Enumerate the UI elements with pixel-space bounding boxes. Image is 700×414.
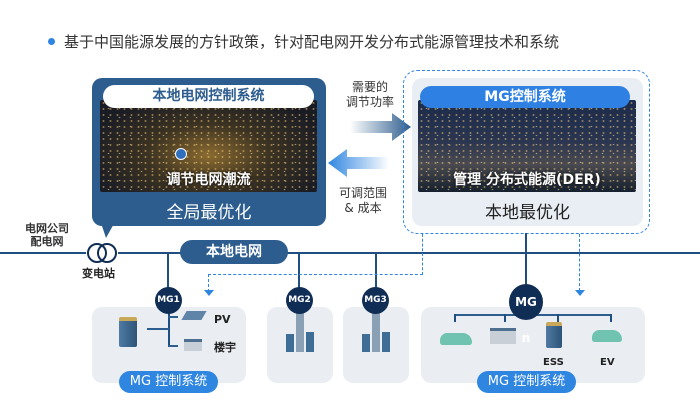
range-cost-label: 可调范围 & 成本	[333, 186, 393, 216]
arrow-right-icon	[350, 113, 411, 141]
control-link-mgn	[579, 234, 580, 291]
mg1-control-system: MG 控制系统	[119, 371, 218, 393]
industrial-photo	[418, 100, 636, 192]
mg1-branch	[147, 328, 169, 330]
mgn-node[interactable]: MG n	[509, 284, 543, 345]
global-control-title: 本地电网控制系统	[103, 85, 314, 108]
mg3-node[interactable]: MG3	[362, 287, 389, 314]
label-line: & 成本	[344, 201, 382, 215]
substation-label: 变电站	[82, 267, 115, 280]
utility-grid-label: 电网公司 配电网	[22, 222, 72, 248]
mgn-branch	[557, 314, 559, 322]
car-icon	[440, 333, 472, 345]
label-line: 配电网	[30, 235, 64, 248]
local-caption: 管理 分布式能源(DER)	[453, 172, 601, 188]
label-line: 可调范围	[338, 186, 387, 200]
city-buildings-icon	[358, 312, 394, 354]
city-photo	[100, 100, 317, 192]
building-label: 楼宇	[214, 341, 236, 354]
transformer-icon	[86, 241, 118, 265]
global-caption: 调节电网潮流	[166, 172, 251, 188]
arrow-down-icon	[204, 290, 214, 296]
arrow-left-icon	[328, 149, 389, 177]
building-icon	[184, 339, 202, 351]
ess-battery-icon	[546, 322, 562, 348]
local-grid-badge: 本地电网	[180, 240, 288, 264]
battery-icon	[119, 317, 137, 347]
required-power-label: 需要的 调节功率	[340, 80, 400, 110]
feeder-line	[167, 253, 169, 301]
pv-label: PV	[214, 313, 231, 326]
feeder-line	[298, 253, 300, 301]
location-icon	[175, 148, 187, 160]
speech-tail	[100, 220, 116, 238]
local-optimization: 本地最优化	[485, 203, 570, 223]
label-line: 调节功率	[345, 95, 394, 109]
headline: 基于中国能源发展的方针政策，针对配电网开发分布式能源管理技术和系统	[64, 33, 560, 51]
mgn-control-system: MG 控制系统	[477, 371, 576, 393]
arrow-down-icon	[575, 290, 585, 296]
mgn-branch	[454, 314, 456, 322]
bullet-icon	[48, 38, 55, 45]
control-link-mg1	[208, 274, 423, 292]
mgn-branch	[610, 314, 612, 322]
mg1-branch	[168, 316, 178, 318]
mg-control-title: MG控制系统	[420, 86, 630, 108]
mg2-node[interactable]: MG2	[286, 287, 313, 314]
global-optimization: 全局最优化	[166, 203, 252, 223]
building-icon	[490, 328, 516, 344]
control-link-line	[422, 234, 423, 275]
mg1-bus	[168, 310, 170, 346]
label-line: 电网公司	[25, 222, 69, 235]
ev-car-icon	[592, 330, 622, 342]
mgn-panel	[421, 307, 645, 383]
distribution-line	[0, 252, 700, 254]
label-line: 需要的	[351, 80, 388, 94]
feeder-line	[375, 253, 377, 301]
mg1-branch	[168, 345, 178, 347]
mg1-node[interactable]: MG1	[155, 287, 182, 314]
mgn-branch	[504, 314, 506, 322]
ev-label: EV	[600, 357, 615, 368]
feeder-line	[525, 233, 527, 301]
city-buildings-icon	[282, 312, 318, 354]
ess-label: ESS	[543, 357, 564, 368]
